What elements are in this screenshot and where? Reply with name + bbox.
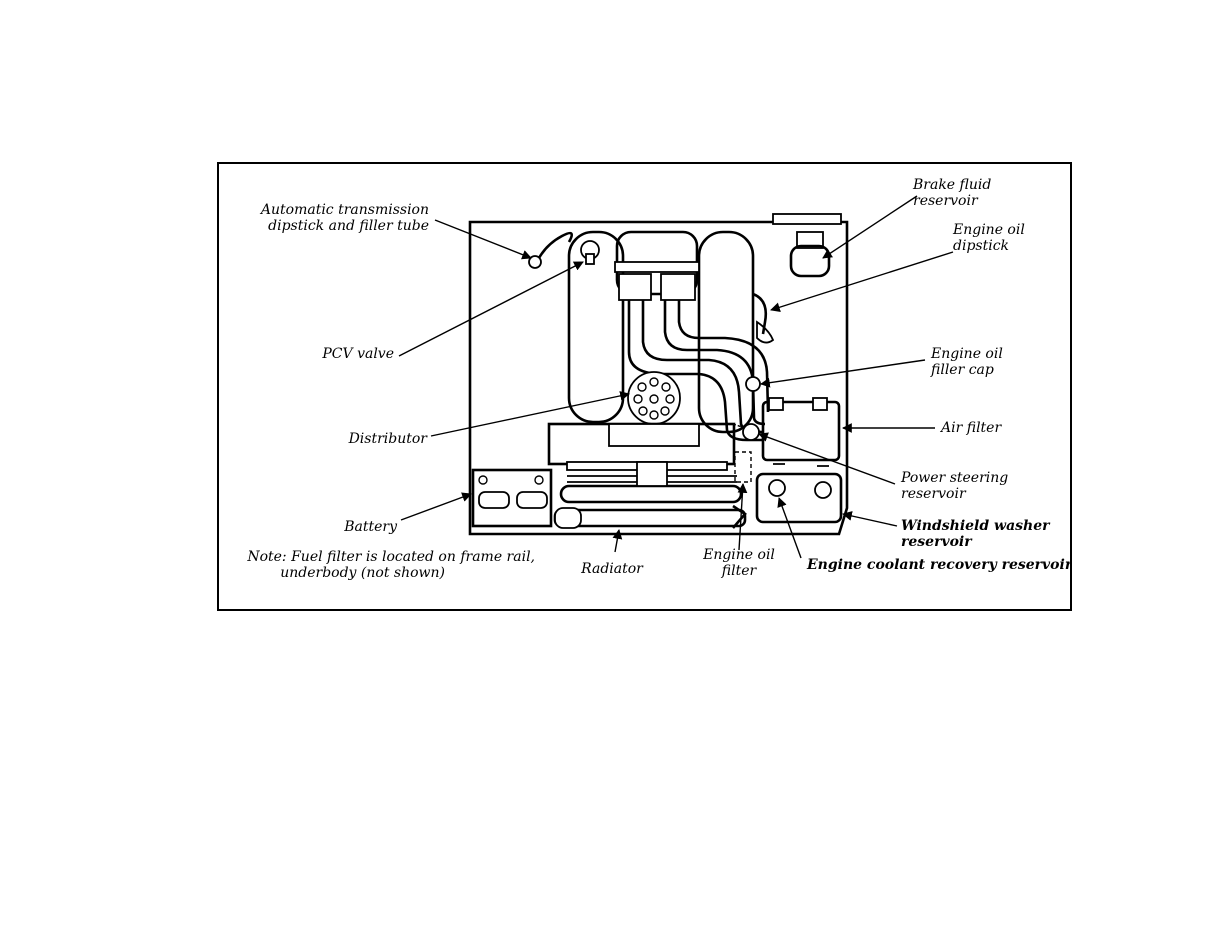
label-coolant: Engine coolant recovery reservoir (806, 557, 1072, 573)
intake-band (614, 261, 700, 273)
label-power-steering-line1: Power steering (900, 470, 1008, 486)
battery-terminal-neg (478, 475, 488, 485)
label-battery: Battery (343, 519, 398, 535)
label-washer-line2: reservoir (901, 534, 973, 550)
label-oil-filter-line2: filter (721, 563, 758, 579)
engine-diagram: Automatic transmission dipstick and fill… (217, 162, 1072, 611)
atf-dipstick-shape (537, 231, 574, 259)
leader-distributor (430, 391, 630, 437)
label-washer-line1: Windshield washer (901, 518, 1051, 534)
washer-reservoir-cap (814, 481, 832, 499)
air-filter-housing (761, 400, 841, 462)
coolant-reservoir-cap (768, 479, 786, 497)
left-valve-cover (567, 230, 625, 424)
label-brake-line2: reservoir (913, 193, 979, 209)
power-steering-shape (742, 423, 760, 441)
leader-battery (400, 492, 472, 521)
leader-pcv (398, 261, 584, 357)
battery-terminal-pos (534, 475, 544, 485)
leader-lines (398, 195, 954, 559)
intake-runner-left (618, 273, 652, 301)
label-note-line2: underbody (not shown) (280, 565, 445, 581)
leader-power-steering (758, 432, 896, 485)
brake-reservoir-body (789, 244, 831, 278)
label-dipstick-line1: Engine oil (952, 222, 1025, 238)
battery-cell-2 (516, 491, 548, 509)
leader-washer (842, 511, 898, 527)
air-filter-clip-left (768, 397, 784, 411)
label-oil-filter-line1: Engine oil (702, 547, 775, 563)
label-oil-cap-line1: Engine oil (930, 346, 1003, 362)
engine-compartment-figure: Automatic transmission dipstick and fill… (217, 162, 1072, 611)
air-filter-base (773, 463, 829, 467)
radiator-end (732, 504, 747, 529)
label-note-line1: Note: Fuel filter is located on frame ra… (246, 549, 535, 565)
label-pcv: PCV valve (321, 346, 394, 362)
leader-atf (434, 219, 532, 260)
washer-reservoir-shape (755, 472, 843, 524)
oil-dipstick-handle (756, 320, 775, 344)
right-valve-cover (697, 230, 755, 434)
intake-runner-right (660, 273, 696, 301)
label-oil-cap-line2: filler cap (930, 362, 994, 378)
oil-filter-shape (734, 451, 752, 483)
pcv-valve-stem (585, 253, 595, 265)
intake-tube-4 (677, 300, 770, 413)
oil-filler-cap-shape (745, 376, 761, 392)
leader-dipstick (770, 251, 954, 312)
callout-labels: Automatic transmission dipstick and fill… (246, 177, 1072, 581)
leader-brake (822, 195, 918, 259)
oil-dipstick-tube (752, 292, 768, 335)
cowl-top (772, 213, 842, 225)
leader-radiator (612, 529, 623, 553)
brake-reservoir-cap (796, 231, 824, 249)
air-filter-clip-right (812, 397, 828, 411)
label-brake-line1: Brake fluid (912, 177, 991, 193)
timing-cover (608, 423, 700, 447)
label-power-steering-line2: reservoir (901, 486, 967, 502)
radiator-cap (554, 507, 582, 529)
label-atf-line2: dipstick and filler tube (268, 218, 429, 234)
distributor-cap (627, 371, 681, 425)
leader-coolant (777, 497, 802, 559)
label-air-filter: Air filter (939, 420, 1002, 436)
water-pump (636, 461, 668, 487)
engine-drawing (468, 213, 849, 536)
atf-dipstick-handle (528, 255, 542, 269)
label-radiator: Radiator (580, 561, 644, 577)
battery-shape (471, 468, 553, 528)
leader-oil-cap (760, 359, 926, 388)
leader-oil-filter (737, 483, 748, 551)
label-atf-line1: Automatic transmission (259, 202, 429, 218)
intake-tube-3 (663, 300, 766, 426)
distributor-terminals (633, 377, 675, 420)
power-steering-hidden-line (732, 423, 746, 429)
label-dipstick-line2: dipstick (953, 238, 1009, 254)
battery-cell-1 (478, 491, 510, 509)
label-distributor: Distributor (348, 431, 429, 447)
